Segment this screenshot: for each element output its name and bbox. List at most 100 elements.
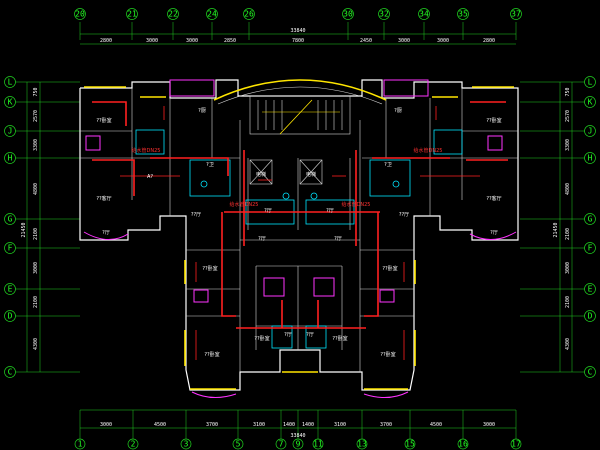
overall-dim: 21450 — [21, 222, 27, 237]
dim-text: 4300 — [33, 338, 39, 350]
axis-label: F — [8, 244, 13, 253]
axis-label: 3 — [184, 440, 189, 449]
bottom-axis-bubbles: 1 2 3 5 7 9 11 13 15 16 17 — [74, 438, 522, 450]
room-label: ?厅 — [284, 332, 292, 338]
room-label: 电梯 — [306, 171, 316, 178]
overall-dim: 33840 — [290, 28, 305, 34]
overall-dim: 33840 — [290, 433, 305, 439]
dim-text: 2850 — [224, 38, 236, 44]
dim-text: 3100 — [253, 422, 265, 428]
plumbing-fixtures — [135, 129, 463, 349]
horizontal-grid-lines — [14, 81, 586, 373]
dim-text: 4300 — [565, 338, 571, 350]
room-label: ??卧室 — [332, 335, 347, 342]
dim-text: 1400 — [302, 422, 314, 428]
axis-label: 9 — [296, 440, 301, 449]
axis-label: L — [8, 78, 13, 87]
dim-text: 2100 — [33, 296, 39, 308]
room-label: ?厅 — [334, 236, 342, 242]
dim-text: 7800 — [292, 38, 304, 44]
bottom-dimension-texts: 3000 4500 3700 3100 1400 1400 3100 3700 … — [100, 422, 495, 439]
axis-label: 21 — [127, 10, 137, 19]
dim-text: 3000 — [483, 422, 495, 428]
dim-text: 3300 — [565, 139, 571, 151]
side-dimension-lines — [26, 82, 573, 372]
axis-label: L — [588, 78, 593, 87]
room-label: ??厅 — [399, 212, 409, 218]
dim-text: 750 — [565, 87, 571, 96]
dim-text: 3000 — [146, 38, 158, 44]
room-label: ?厨 — [394, 108, 402, 114]
room-label: ?厅 — [258, 236, 266, 242]
dim-text: 2100 — [565, 296, 571, 308]
axis-label: J — [588, 127, 593, 136]
axis-label: G — [8, 215, 13, 224]
axis-label: 32 — [379, 10, 389, 19]
axis-label: 17 — [511, 440, 521, 449]
balconies — [83, 79, 517, 398]
room-label: ??卧室 — [382, 265, 397, 272]
dim-text: 2800 — [100, 38, 112, 44]
room-label: ?厅 — [264, 208, 272, 214]
top-axis-bubbles: 20 21 22 24 26 30 32 34 35 37 — [74, 8, 522, 20]
room-label: ??卧室 — [204, 351, 219, 358]
overall-dim: 21450 — [553, 222, 559, 237]
axis-label: H — [588, 154, 593, 163]
right-dimension-texts: 2570 3300 4800 2100 3000 2100 4300 21450… — [553, 87, 571, 350]
dim-text: 750 — [33, 87, 39, 96]
dim-text: 3300 — [33, 139, 39, 151]
top-dimension-texts: 33840 2800 3000 3000 2850 7800 2450 3000… — [100, 28, 495, 44]
room-label: ?卫 — [384, 162, 392, 168]
pipe-notes: 给水管DN25 给水管DN25 给水管DN25 给水管DN25 — [132, 147, 443, 208]
axis-label: E — [8, 285, 13, 294]
dim-text: 3700 — [380, 422, 392, 428]
axis-label: K — [8, 98, 13, 107]
room-label: ??卧室 — [380, 351, 395, 358]
windows — [84, 86, 514, 390]
dim-text: 2800 — [483, 38, 495, 44]
top-dimension-lines — [80, 33, 516, 429]
axis-label: G — [588, 215, 593, 224]
pipe-note: 给水管DN25 — [230, 201, 259, 208]
axis-label: H — [8, 154, 13, 163]
left-axis-bubbles: L K J H G F E D C — [4, 76, 16, 378]
axis-label: D — [588, 312, 593, 321]
dim-text: 2450 — [360, 38, 372, 44]
room-label: ??卧室 — [96, 117, 111, 124]
axis-label: J — [8, 127, 13, 136]
pipe-note: 给水管DN25 — [342, 201, 371, 208]
axis-label: 26 — [244, 10, 254, 19]
room-label: ?厅 — [326, 208, 334, 214]
room-label: ??卧室 — [254, 335, 269, 342]
dim-text: 3700 — [206, 422, 218, 428]
axis-label: C — [8, 368, 13, 377]
axis-label: 2 — [131, 440, 136, 449]
axis-label: 34 — [419, 10, 429, 19]
axis-label: 16 — [458, 440, 468, 449]
axis-label: 13 — [357, 440, 367, 449]
dim-text: 4500 — [154, 422, 166, 428]
axis-label: E — [588, 285, 593, 294]
axis-label: 5 — [236, 440, 241, 449]
axis-label: 24 — [207, 10, 217, 19]
dim-text: 4800 — [565, 183, 571, 195]
room-label: 电梯 — [256, 171, 266, 178]
water-pipes — [92, 101, 508, 360]
pipe-note: 给水管DN25 — [132, 147, 161, 154]
room-label: ?厨 — [198, 108, 206, 114]
dim-text: 4800 — [33, 183, 39, 195]
dim-text: 3000 — [437, 38, 449, 44]
dim-text: 3000 — [565, 262, 571, 274]
axis-label: C — [588, 368, 593, 377]
axis-label: D — [8, 312, 13, 321]
right-axis-bubbles: L K J H G F E D C — [584, 76, 596, 378]
dim-text: 1400 — [283, 422, 295, 428]
axis-label: 35 — [458, 10, 468, 19]
dim-text: 3000 — [398, 38, 410, 44]
dim-text: 3100 — [334, 422, 346, 428]
room-label: ??客厅 — [96, 195, 111, 202]
dim-text: 2570 — [33, 110, 39, 122]
dim-text: 3000 — [100, 422, 112, 428]
axis-label: K — [588, 98, 593, 107]
